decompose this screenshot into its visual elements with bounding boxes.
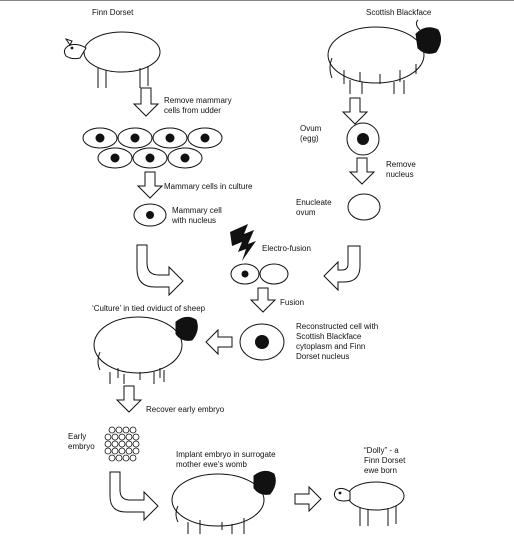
oviduct-sheep-icon <box>93 316 198 384</box>
fusion-label: Fusion <box>280 298 305 307</box>
reconstructed-label-1: Reconstructed cell with <box>296 322 379 331</box>
remove-nucleus-label-2: nucleus <box>386 170 414 179</box>
finn-dorset-sheep-icon <box>63 31 161 88</box>
remove-mammary-label-1: Remove mammary <box>164 96 232 105</box>
arrow-left-icon <box>205 328 233 356</box>
scottish-blackface-sheep-icon <box>327 19 442 94</box>
curved-arrow-icon <box>323 245 361 292</box>
dolly-label-1: “Dolly” - a <box>364 446 399 455</box>
mammary-cell-label-2: with nucleus <box>172 216 217 225</box>
culture-oviduct-label: ‘Culture’ in tied oviduct of sheep <box>92 304 206 313</box>
enucleate-label-2: ovum <box>296 208 316 217</box>
arrow-down-icon <box>132 87 160 117</box>
fusing-cells <box>230 263 289 285</box>
arrow-down-icon <box>249 287 277 313</box>
reconstructed-label-3: cytoplasm and Finn <box>296 342 366 351</box>
ovum-label-1: Ovum <box>300 124 322 133</box>
mammary-culture-label: Mammary cells in culture <box>164 182 253 191</box>
mammary-cells-cluster <box>82 127 223 169</box>
surrogate-sheep-icon <box>171 470 276 534</box>
reconstructed-cell <box>239 323 285 361</box>
electro-fusion-label: Electro-fusion <box>262 244 311 253</box>
finn-dorset-label: Finn Dorset <box>92 8 134 17</box>
dolly-sheep-icon <box>333 481 405 526</box>
curved-arrow-icon <box>109 471 159 522</box>
remove-mammary-label-2: cells from udder <box>164 106 221 115</box>
reconstructed-label-2: Scottish Blackface <box>296 332 362 341</box>
arrow-down-icon <box>348 157 376 185</box>
arrow-down-icon <box>136 171 164 199</box>
enucleated-ovum <box>347 193 381 221</box>
lightning-bolt-icon <box>230 224 256 261</box>
early-embryo-label-2: embryo <box>68 442 95 451</box>
scottish-blackface-label: Scottish Blackface <box>366 8 432 17</box>
arrow-down-icon <box>115 385 143 413</box>
recover-embryo-label: Recover early embryo <box>146 405 225 414</box>
top-border <box>0 0 514 1</box>
arrow-right-icon <box>294 485 322 513</box>
ovum-label-2: (egg) <box>300 134 319 143</box>
curved-arrow-icon <box>136 244 184 297</box>
dolly-label-2: Finn Dorset <box>364 456 406 465</box>
early-embryo-label-1: Early <box>68 432 87 441</box>
mammary-cell-label-1: Mammary cell <box>172 206 222 215</box>
enucleate-label-1: Enucleate <box>296 198 332 207</box>
remove-nucleus-label-1: Remove <box>386 160 416 169</box>
dolly-label-3: ewe born <box>364 466 397 475</box>
arrow-down-icon <box>341 97 369 125</box>
implant-label-2: mother ewe’s womb <box>176 460 247 469</box>
reconstructed-label-4: Dorset nucleus <box>296 352 350 361</box>
implant-label-1: Implant embryo in surrogate <box>176 450 276 459</box>
mammary-cell <box>133 203 167 227</box>
ovum-cell <box>346 122 380 156</box>
early-embryo-icon <box>104 426 140 462</box>
